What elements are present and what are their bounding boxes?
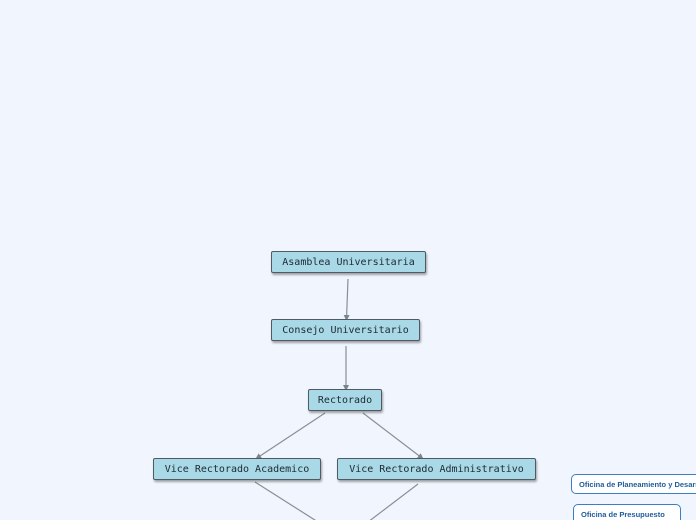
connector-vr-administrativo-down	[369, 483, 419, 520]
connector-asamblea-consejo	[343, 278, 350, 321]
node-oficina-presupuesto[interactable]: Oficina de Presupuesto	[573, 504, 681, 520]
node-consejo-universitario[interactable]: Consejo Universitario	[271, 319, 420, 341]
node-rectorado[interactable]: Rectorado	[308, 389, 382, 411]
connector-rectorado-vr-administrativo	[362, 412, 424, 460]
connector-rectorado-vr-academico	[255, 412, 326, 460]
node-vice-rectorado-administrativo[interactable]: Vice Rectorado Administrativo	[337, 458, 536, 480]
node-asamblea-universitaria[interactable]: Asamblea Universitaria	[271, 251, 426, 273]
node-vice-rectorado-academico[interactable]: Vice Rectorado Academico	[153, 458, 321, 480]
connector-vr-academico-down	[254, 481, 316, 520]
node-oficina-planeamiento[interactable]: Oficina de Planeamiento y Desarrollo	[571, 474, 696, 494]
